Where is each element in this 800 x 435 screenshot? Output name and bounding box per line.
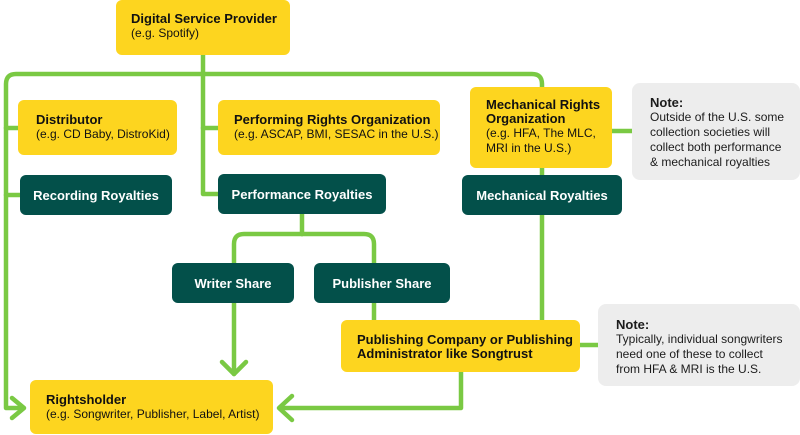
note-collection-societies: Note: Outside of the U.S. some collectio… bbox=[632, 83, 800, 180]
note-title: Note: bbox=[616, 317, 650, 332]
node-subtitle: (e.g. CD Baby, DistroKid) bbox=[36, 127, 170, 141]
note-line: Outside of the U.S. some bbox=[650, 110, 785, 124]
note-line: collect both performance bbox=[650, 140, 782, 154]
note-songwriters: Note: Typically, individual songwriters … bbox=[598, 304, 800, 386]
connector-publishing-rightsholder bbox=[277, 369, 464, 411]
connector-publisher-branch bbox=[299, 231, 377, 266]
note-line: Typically, individual songwriters bbox=[616, 332, 783, 346]
connector-bus-left bbox=[3, 71, 206, 411]
node-title-line2: Administrator like Songtrust bbox=[357, 346, 533, 361]
node-label: Writer Share bbox=[194, 275, 272, 291]
note-line: need one of these to collect bbox=[616, 347, 763, 361]
node-mechanical-royalties: Mechanical Royalties bbox=[462, 175, 622, 215]
node-publisher-share: Publisher Share bbox=[314, 263, 450, 303]
node-subtitle-line1: (e.g. HFA, The MLC, bbox=[486, 126, 596, 140]
arrow-rightsholder-top bbox=[219, 359, 249, 377]
node-rightsholder: Rightsholder (e.g. Songwriter, Publisher… bbox=[30, 380, 273, 434]
node-title: Distributor bbox=[36, 112, 103, 127]
node-label: Publisher Share bbox=[332, 275, 432, 291]
connector-pro-vertical bbox=[200, 71, 221, 197]
node-distributor: Distributor (e.g. CD Baby, DistroKid) bbox=[18, 100, 177, 155]
node-title: Digital Service Provider bbox=[131, 11, 277, 26]
connector-writer-branch bbox=[231, 231, 305, 266]
arrow-rightsholder-left bbox=[9, 395, 27, 421]
node-title: Performing Rights Organization bbox=[234, 112, 431, 127]
note-title: Note: bbox=[650, 95, 684, 110]
node-label: Performance Royalties bbox=[231, 186, 373, 202]
node-title-line2: Organization bbox=[486, 111, 566, 126]
node-performance-royalties: Performance Royalties bbox=[218, 174, 386, 214]
node-writer-share: Writer Share bbox=[172, 263, 294, 303]
node-subtitle-line2: MRI in the U.S.) bbox=[486, 141, 572, 155]
node-recording-royalties: Recording Royalties bbox=[20, 175, 172, 215]
node-subtitle: (e.g. Spotify) bbox=[131, 26, 200, 40]
node-subtitle: (e.g. ASCAP, BMI, SESAC in the U.S.) bbox=[234, 127, 439, 141]
node-publishing-company: Publishing Company or Publishing Adminis… bbox=[341, 320, 580, 372]
node-mechanical-rights-organization: Mechanical Rights Organization (e.g. HFA… bbox=[470, 87, 612, 168]
node-label: Mechanical Royalties bbox=[476, 187, 608, 203]
arrow-rightsholder-right bbox=[276, 393, 295, 423]
note-line: & mechanical royalties bbox=[650, 155, 771, 169]
node-subtitle: (e.g. Songwriter, Publisher, Label, Arti… bbox=[46, 407, 260, 421]
node-title-line1: Mechanical Rights bbox=[486, 97, 601, 112]
node-title-line1: Publishing Company or Publishing bbox=[357, 332, 573, 347]
node-digital-service-provider: Digital Service Provider (e.g. Spotify) bbox=[116, 0, 290, 55]
note-line: collection societies will bbox=[650, 125, 771, 139]
node-performing-rights-organization: Performing Rights Organization (e.g. ASC… bbox=[218, 100, 440, 155]
connector-bus-right bbox=[200, 71, 545, 91]
node-title: Rightsholder bbox=[46, 392, 127, 407]
node-label: Recording Royalties bbox=[33, 187, 159, 203]
note-line: from HFA & MRI is the U.S. bbox=[616, 362, 762, 376]
